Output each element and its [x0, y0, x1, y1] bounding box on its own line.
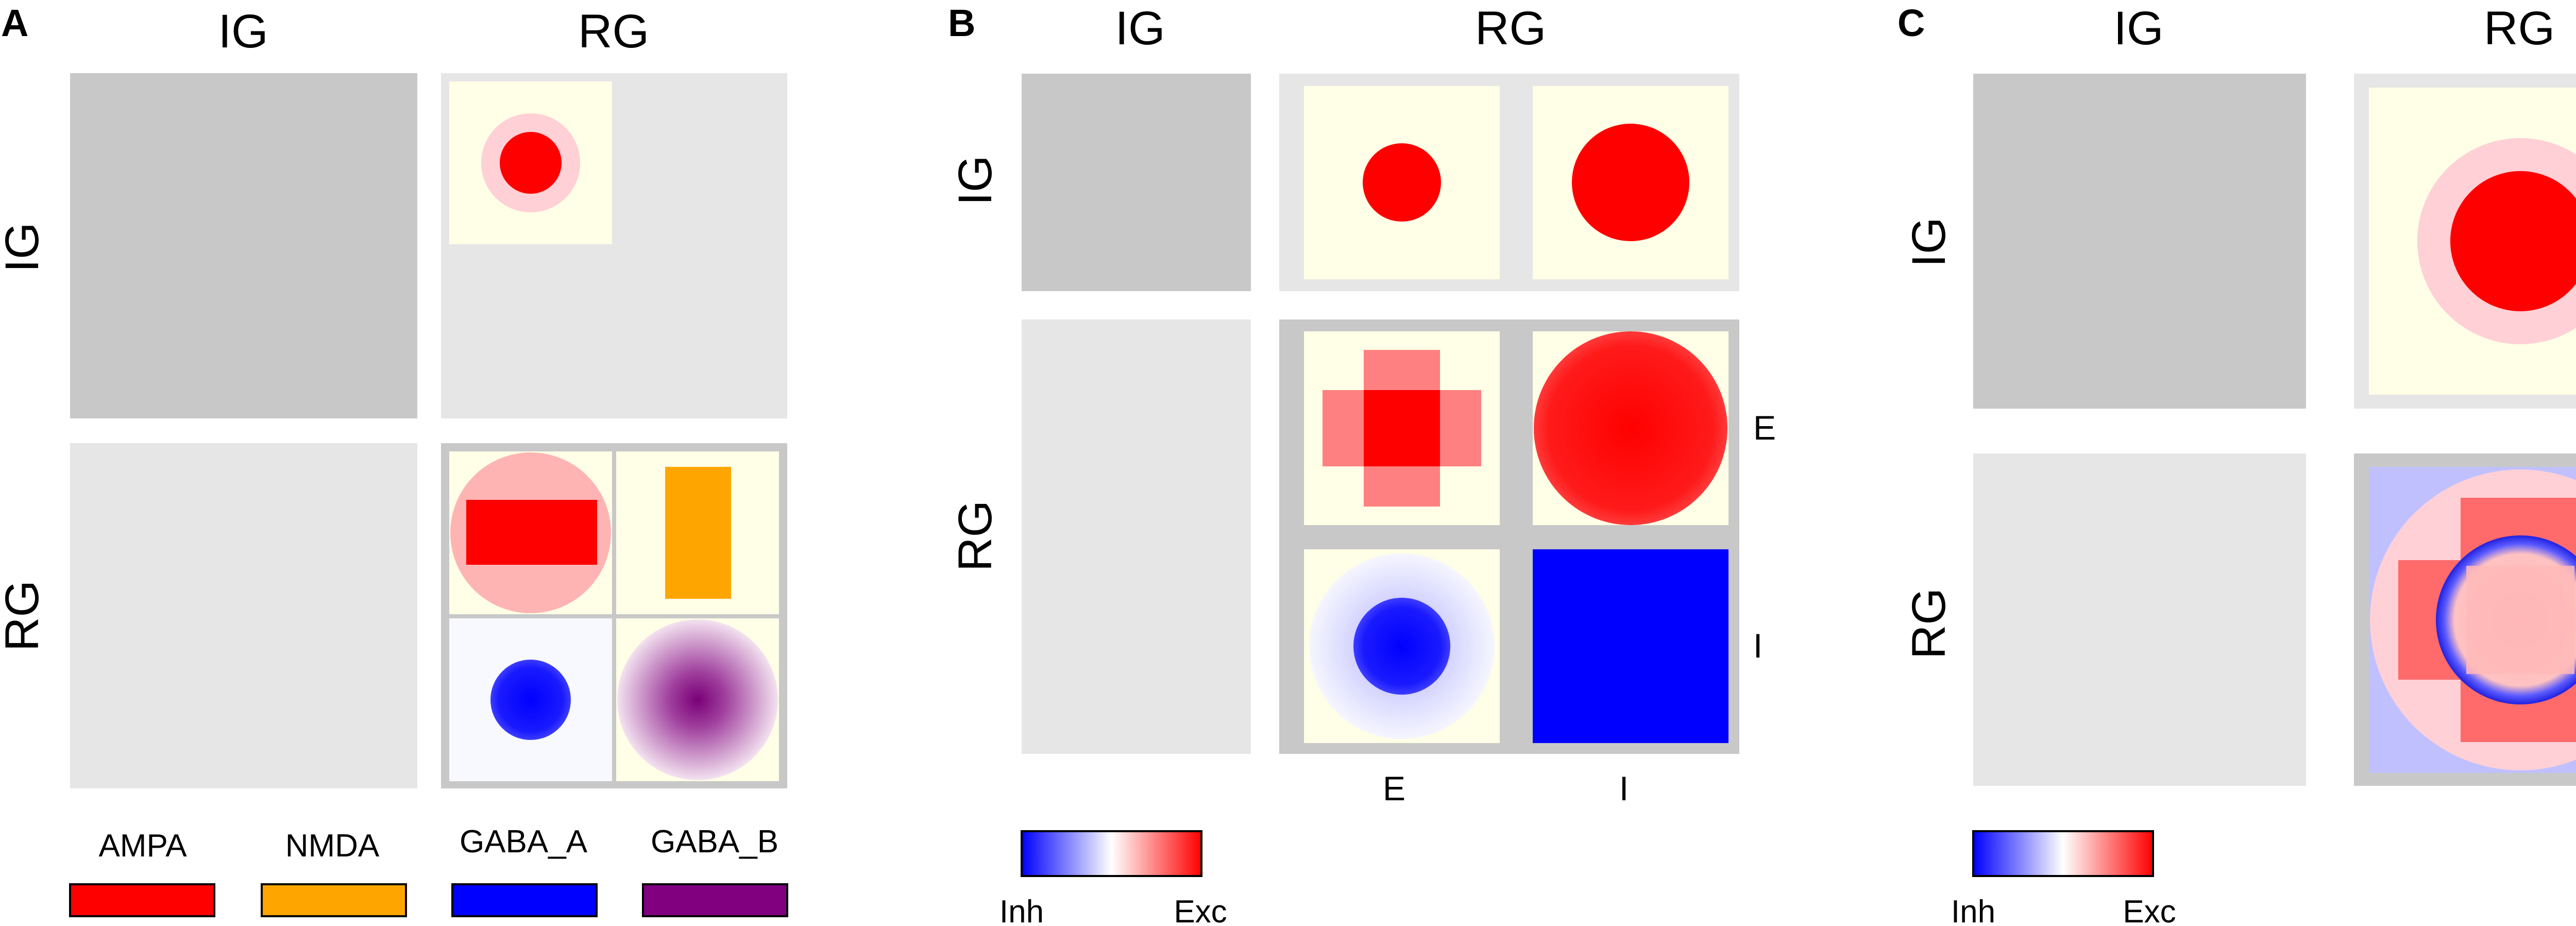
panel-c-col-header-ig: IG — [2113, 2, 2163, 55]
legend-label-gabaa: GABA_A — [460, 824, 588, 860]
panel-b-colorbar — [1021, 830, 1202, 877]
panel-b-ee-core — [1364, 390, 1440, 466]
legend-swatch-ampa — [69, 883, 215, 917]
panel-c-colorbar — [1972, 830, 2154, 877]
panel-a-nmda-rect — [665, 467, 731, 599]
legend-swatch-gabab — [642, 883, 788, 917]
legend-label-gabab: GABA_B — [651, 824, 778, 860]
panel-b-row-header-ig: IG — [949, 155, 1002, 205]
panel-a-letter: A — [1, 2, 28, 44]
panel-b-row-header-rg: RG — [949, 500, 1002, 571]
legend-swatch-nmda — [261, 883, 407, 917]
panel-c-center-square — [2466, 566, 2574, 674]
panel-b-sub-row-label-e: E — [1753, 409, 1776, 447]
panel-c-block-rg-ig — [1973, 453, 2306, 786]
panel-b-colorbar-min-label: Inh — [999, 894, 1044, 926]
panel-b-colorbar-max-label: Exc — [1174, 894, 1227, 926]
panel-b-kernel-circle-e — [1363, 143, 1441, 222]
panel-a-gabaa-circle — [490, 660, 571, 740]
panel-a-ampa-rect — [466, 500, 597, 565]
panel-b-col-header-rg: RG — [1475, 2, 1546, 55]
panel-a: A IG RG IG RG AMPA NMDA GABA_A GABA_B — [0, 2, 788, 917]
panel-a-col-header-rg: RG — [578, 5, 649, 58]
panel-b-block-rg-ig — [1022, 319, 1251, 754]
panel-a-row-header-ig: IG — [0, 222, 48, 272]
panel-c-colorbar-max-label: Exc — [2123, 894, 2176, 926]
panel-a-row-header-rg: RG — [0, 580, 48, 651]
panel-c-colorbar-min-label: Inh — [1951, 894, 1995, 926]
panel-a-kernel-core — [500, 132, 562, 194]
panel-b-kernel-circle-i — [1572, 124, 1689, 241]
panel-a-block-rg-ig — [70, 443, 417, 788]
panel-b-sub-row-label-i: I — [1753, 627, 1762, 665]
panel-c-row-header-rg: RG — [1903, 588, 1955, 659]
panel-b-ie-circle — [1534, 331, 1727, 525]
legend-label-nmda: NMDA — [285, 828, 380, 864]
panel-c-block-ig-ig — [1973, 74, 2306, 409]
panel-b: B IG RG IG RG E I E I Inh Exc — [948, 2, 1776, 926]
panel-b-col-header-ig: IG — [1115, 2, 1165, 55]
panel-a-block-ig-ig — [70, 73, 417, 418]
legend-swatch-gabaa — [451, 883, 598, 917]
panel-b-block-ig-ig — [1022, 74, 1251, 291]
panel-b-letter: B — [948, 2, 975, 44]
legend-label-ampa: AMPA — [98, 828, 187, 864]
panel-c-col-header-rg: RG — [2484, 2, 2555, 55]
panel-b-sub-col-label-e: E — [1383, 769, 1405, 807]
panel-b-cell-ii — [1533, 549, 1728, 743]
panel-b-ei-core — [1353, 598, 1450, 695]
panel-a-col-header-ig: IG — [218, 5, 268, 58]
panel-c-letter: C — [1897, 2, 1925, 44]
panel-c-row-header-ig: IG — [1903, 217, 1955, 267]
panel-c-kernel-core — [2450, 171, 2576, 311]
panel-c: C IG RG IG RG Inh Exc — [1897, 2, 2576, 926]
panel-a-gabab-circle — [617, 619, 778, 780]
panel-b-sub-col-label-i: I — [1619, 769, 1629, 807]
